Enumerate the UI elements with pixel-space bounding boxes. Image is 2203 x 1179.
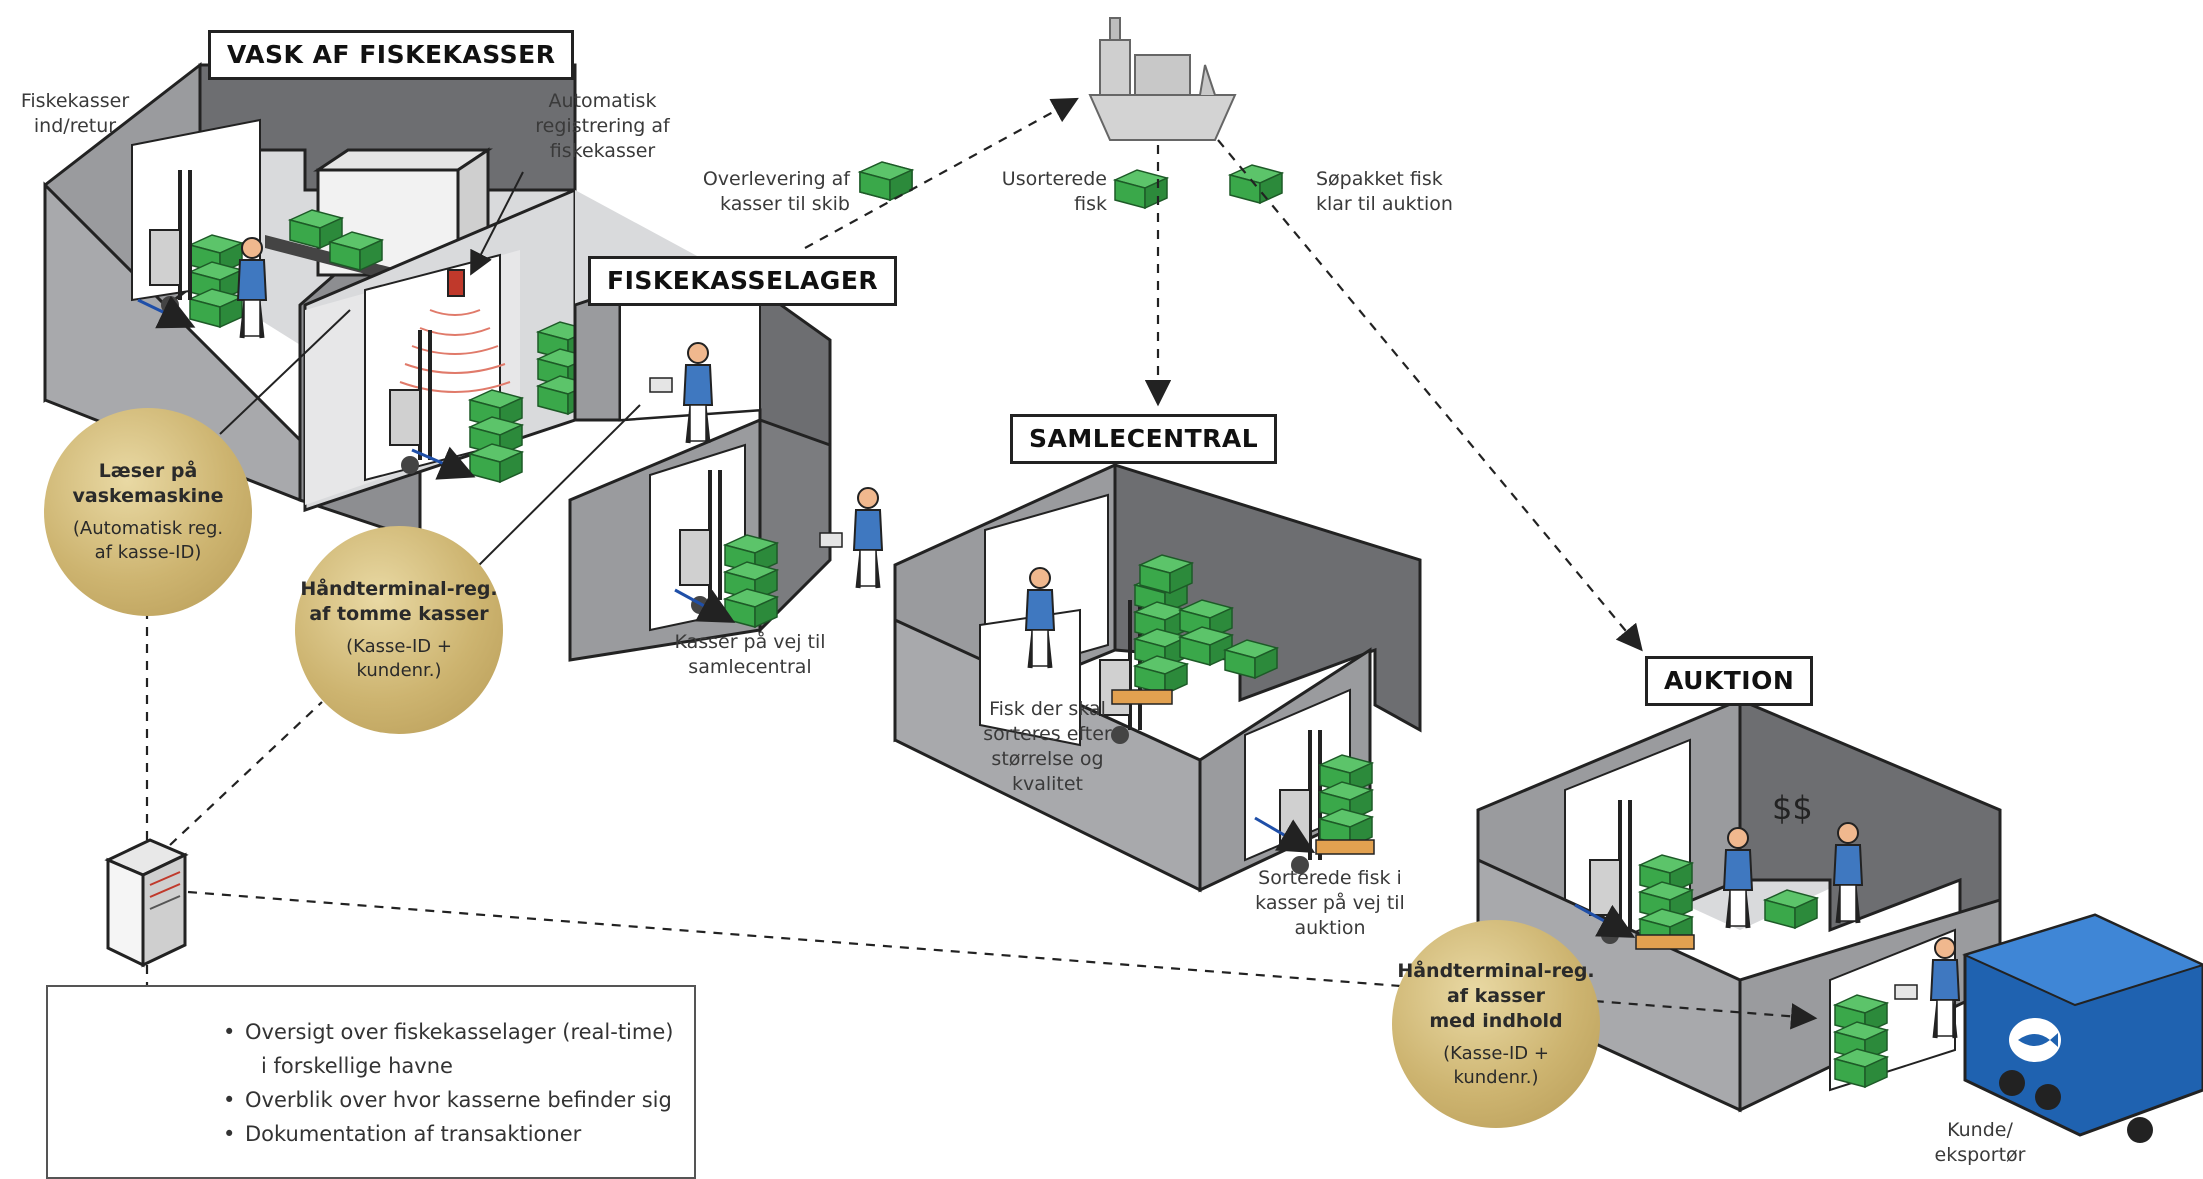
server-icon [104,838,189,968]
title-auktion: AUKTION [1645,656,1814,706]
title-samlecentral: SAMLECENTRAL [1010,414,1278,464]
truck-icon [1962,913,2203,1143]
flow-lines [145,97,1818,1030]
label-kunde-eksportoer: Kunde/eksportør [1934,1119,2026,1166]
ship-icon [1088,17,1237,141]
title-vask: VASK AF FISKEKASSER [208,30,575,80]
info-item: Overblik over hvor kasserne befinder sig [223,1083,673,1117]
info-box: Oversigt over fiskekasselager (real-time… [46,985,696,1179]
building-auktion [1476,697,2002,1113]
info-item: Dokumentation af transaktioner [223,1117,673,1151]
badge-laeser: Læser på vaskemaskine (Automatisk reg. a… [44,408,252,616]
building-reader [303,187,591,513]
label-dollar: $$ [1772,789,1813,827]
info-item: i forskellige havne [261,1054,453,1078]
crate-overlevering [859,161,913,201]
building-samlecentral [893,462,1422,893]
title-fiskekasselager: FISKEKASSELAGER [588,256,898,306]
crate-sopakket [1229,164,1283,204]
crate-usorterede [1114,169,1168,209]
info-item: Oversigt over fiskekasselager (real-time… [223,1015,673,1049]
badge-haandterminal-tomme: Håndterminal-reg. af tomme kasser (Kasse… [295,526,503,734]
info-list: Oversigt over fiskekasselager (real-time… [223,1015,673,1151]
badge-haandterminal-indhold: Håndterminal-reg. af kasser med indhold … [1392,920,1600,1128]
pointer-lines [219,171,641,577]
